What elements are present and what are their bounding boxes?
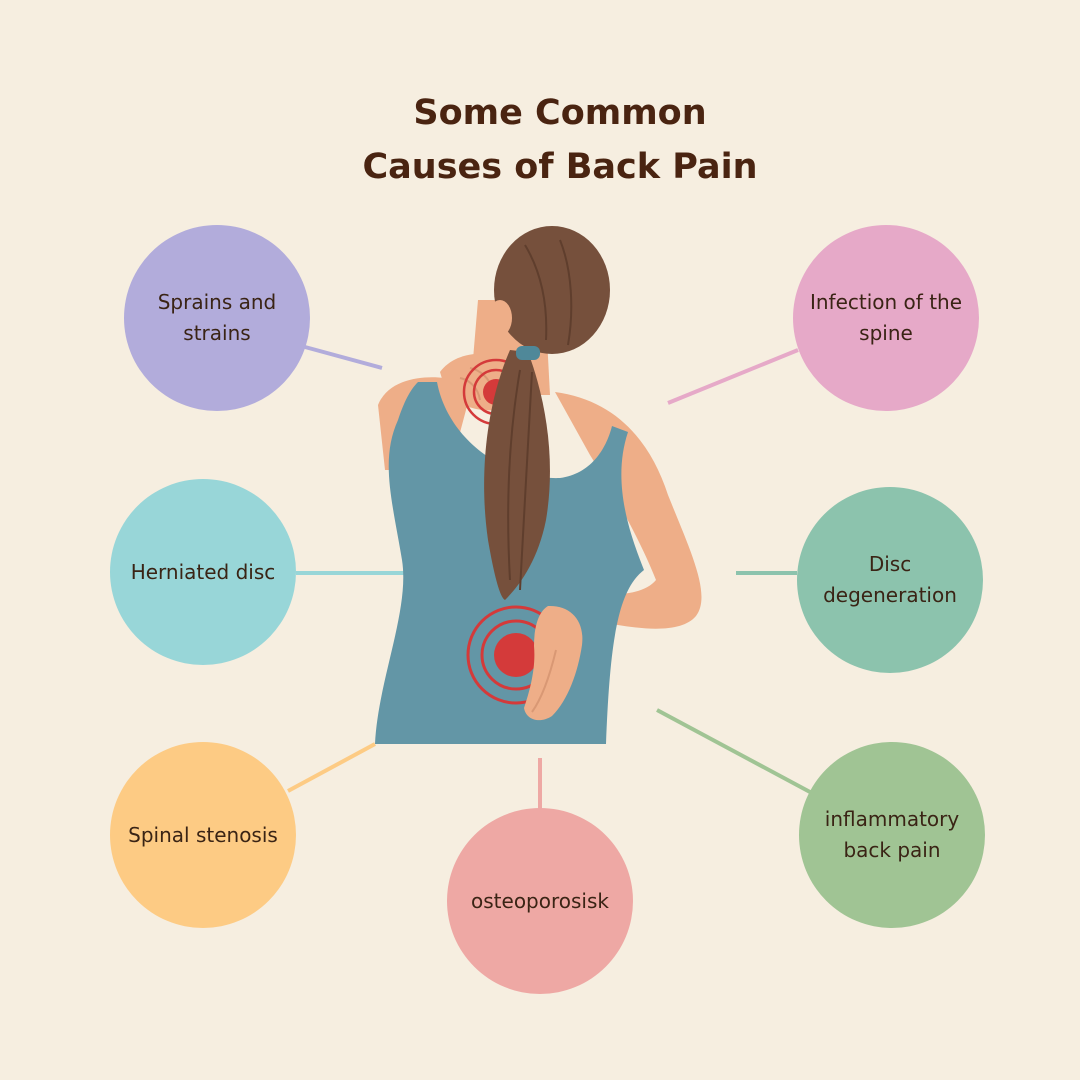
finger-line-2 [459,377,481,401]
cause-label: osteoporosisk [471,888,609,913]
cause-osteoporosis: osteoporosisk [447,808,633,994]
title-line-2: Causes of Back Pain [362,147,758,187]
hair-strand [524,244,548,341]
cause-label: Spinal stenosis [128,822,278,847]
cause-label: Infection of the spine [809,290,963,345]
ponytail-strand [507,369,521,581]
cause-sprains-and-strains: Sprains and strains [124,225,310,411]
back-finger-line [531,649,557,713]
connector-infection [667,348,799,405]
cause-label: Sprains and strains [157,290,277,345]
ponytail-strand-2 [519,371,533,591]
title-line-1: Some Common [413,93,707,133]
connector-inflammatory [656,708,811,794]
cause-herniated-disc: Herniated disc [110,479,296,665]
cause-inflammatory-back-pain: inflammatory back pain [799,742,985,928]
hair-tie [516,346,540,360]
cause-spinal-stenosis: Spinal stenosis [110,742,296,928]
hair-strand-2 [559,239,573,346]
connector-stenosis [287,742,376,793]
cause-disc-degeneration: Disc degeneration [797,487,983,673]
lower-back-pain-marker [494,633,538,677]
page-title: Some Common Causes of Back Pain [0,86,1080,194]
ear [488,300,512,336]
cause-label: inflammatory back pain [824,807,960,862]
cause-label: Herniated disc [130,559,276,584]
cause-infection-of-the-spine: Infection of the spine [793,225,979,411]
connector-sprains [304,345,383,370]
head-hair [494,226,610,354]
cause-label: Disc degeneration [823,552,957,607]
ponytail [484,350,550,600]
